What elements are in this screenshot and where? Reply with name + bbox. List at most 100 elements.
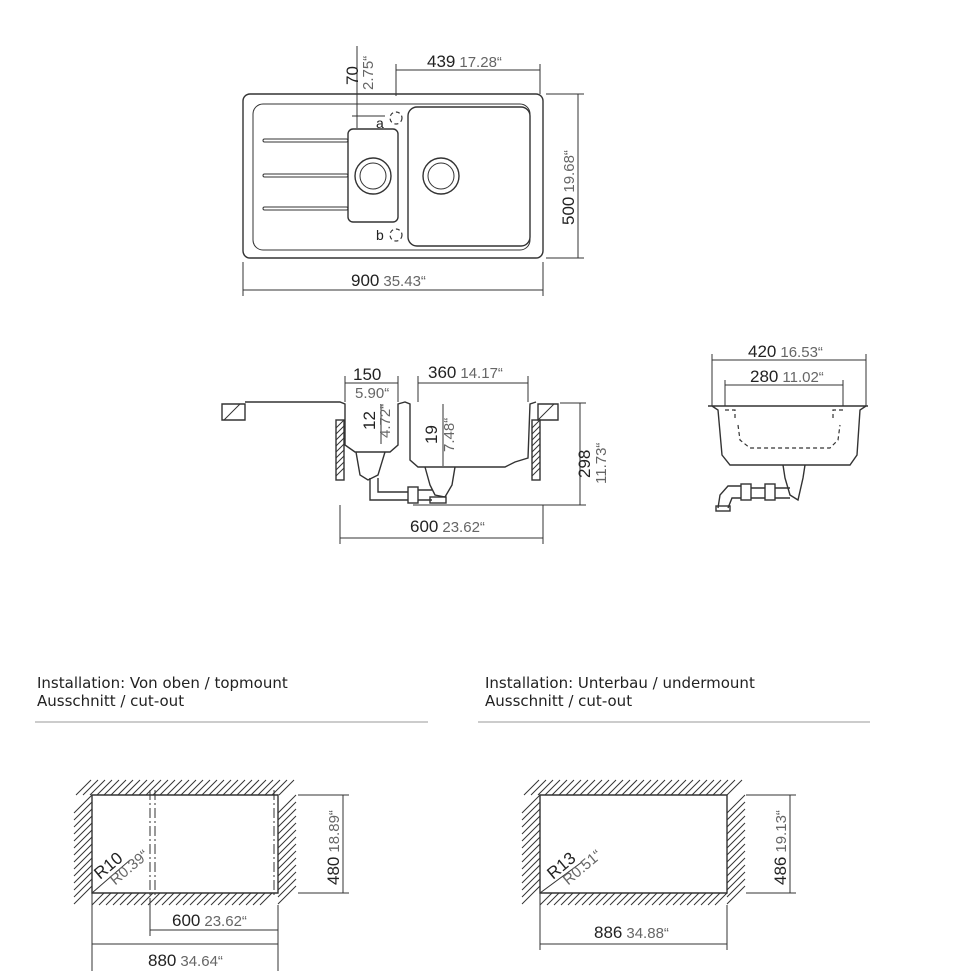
hatch-line (210, 892, 224, 906)
hatch-line (278, 779, 295, 796)
hatch-line (73, 878, 93, 898)
hatch-line (105, 892, 119, 906)
radius-label: R10 R0.39“ (90, 847, 152, 889)
topmount-subheading: Ausschnitt / cut-out (37, 692, 184, 710)
hatch-line (277, 801, 297, 821)
hatch-line (531, 449, 541, 459)
hatch-line (257, 779, 274, 796)
svg-text:12: 12 (360, 411, 379, 430)
hatch-line (126, 892, 140, 906)
hatch-line (614, 779, 631, 796)
hatch-line (531, 467, 541, 477)
hatch-line (621, 779, 638, 796)
hatch-line (73, 836, 93, 856)
hatch-line (277, 871, 297, 891)
hatch-line (335, 443, 345, 453)
hatch-line (693, 892, 707, 906)
hatch-line (586, 779, 603, 796)
hatch-line (208, 779, 225, 796)
hatch-line (544, 779, 561, 796)
hatch-line (252, 892, 266, 906)
hatch-line (581, 892, 595, 906)
hatch-line (565, 779, 582, 796)
dim-small-bowl-depth: 12 4.72“ (360, 404, 394, 438)
hatch-line (546, 892, 560, 906)
hatch-line (531, 443, 541, 453)
hatch-line (182, 892, 196, 906)
hatch-line (73, 850, 93, 870)
hatch-line (726, 857, 746, 877)
hatch-line (335, 449, 345, 459)
hatch-line (154, 892, 168, 906)
hatch-line (168, 892, 182, 906)
hatch-line (277, 829, 297, 849)
cabinet-wall-left (335, 419, 345, 481)
hatch-line (166, 779, 183, 796)
hatch-line (686, 892, 700, 906)
hatch-line (637, 892, 651, 906)
hatch-line (138, 779, 155, 796)
hatch-line (119, 892, 133, 906)
hatch-line (73, 801, 93, 821)
hatch-line (521, 843, 541, 863)
hatch-line (726, 836, 746, 856)
hatch-line (521, 857, 541, 877)
hatch-line (551, 779, 568, 796)
hatch-line (656, 779, 673, 796)
hatch-line (238, 892, 252, 906)
hole-b-label: b (376, 227, 384, 243)
hatch-line (277, 850, 297, 870)
hatch-line (335, 425, 345, 435)
hatch-line (531, 425, 541, 435)
hatch-line (572, 779, 589, 796)
hatch-line (677, 779, 694, 796)
hatch-line (277, 885, 297, 905)
hatch-line (521, 801, 541, 821)
hatch-line (707, 892, 721, 906)
hatch-line (635, 779, 652, 796)
hatch-line (726, 850, 746, 870)
cabinet-wall-right (531, 419, 541, 481)
hatch-line (223, 403, 241, 421)
hatch-line (539, 892, 553, 906)
hatch-line (719, 779, 736, 796)
dim-main-bowl-depth: 19 7.48“ (422, 418, 458, 452)
topmount-heading: Installation: Von oben / topmount (37, 674, 288, 692)
hatch-line (189, 892, 203, 906)
hatch-line (73, 794, 93, 814)
hatch-line (726, 815, 746, 835)
main-drain-icon (422, 157, 460, 195)
hatch-line (91, 892, 105, 906)
hatch-line (131, 779, 148, 796)
hatch-line (277, 878, 297, 898)
hatch-line (560, 892, 574, 906)
hatch-line (531, 455, 541, 465)
hatch-line (73, 843, 93, 863)
hatch-line (521, 850, 541, 870)
hatch-line (558, 779, 575, 796)
hatch-line (110, 779, 127, 796)
hatch-line (180, 779, 197, 796)
hatch-line (588, 892, 602, 906)
hatch-line (175, 892, 189, 906)
undermount-subheading: Ausschnitt / cut-out (485, 692, 632, 710)
hatch-line (521, 822, 541, 842)
hatch-line (726, 843, 746, 863)
hatch-line (521, 815, 541, 835)
dim-height: 48018.89“ (324, 810, 343, 885)
hatch-line (73, 829, 93, 849)
drainer-grooves (262, 138, 349, 211)
hatch-line (245, 892, 259, 906)
hatch-line (521, 808, 541, 828)
hatch-line (145, 779, 162, 796)
tap-hole-b-icon (389, 228, 403, 242)
hatch-line (672, 892, 686, 906)
hatch-line (73, 808, 93, 828)
